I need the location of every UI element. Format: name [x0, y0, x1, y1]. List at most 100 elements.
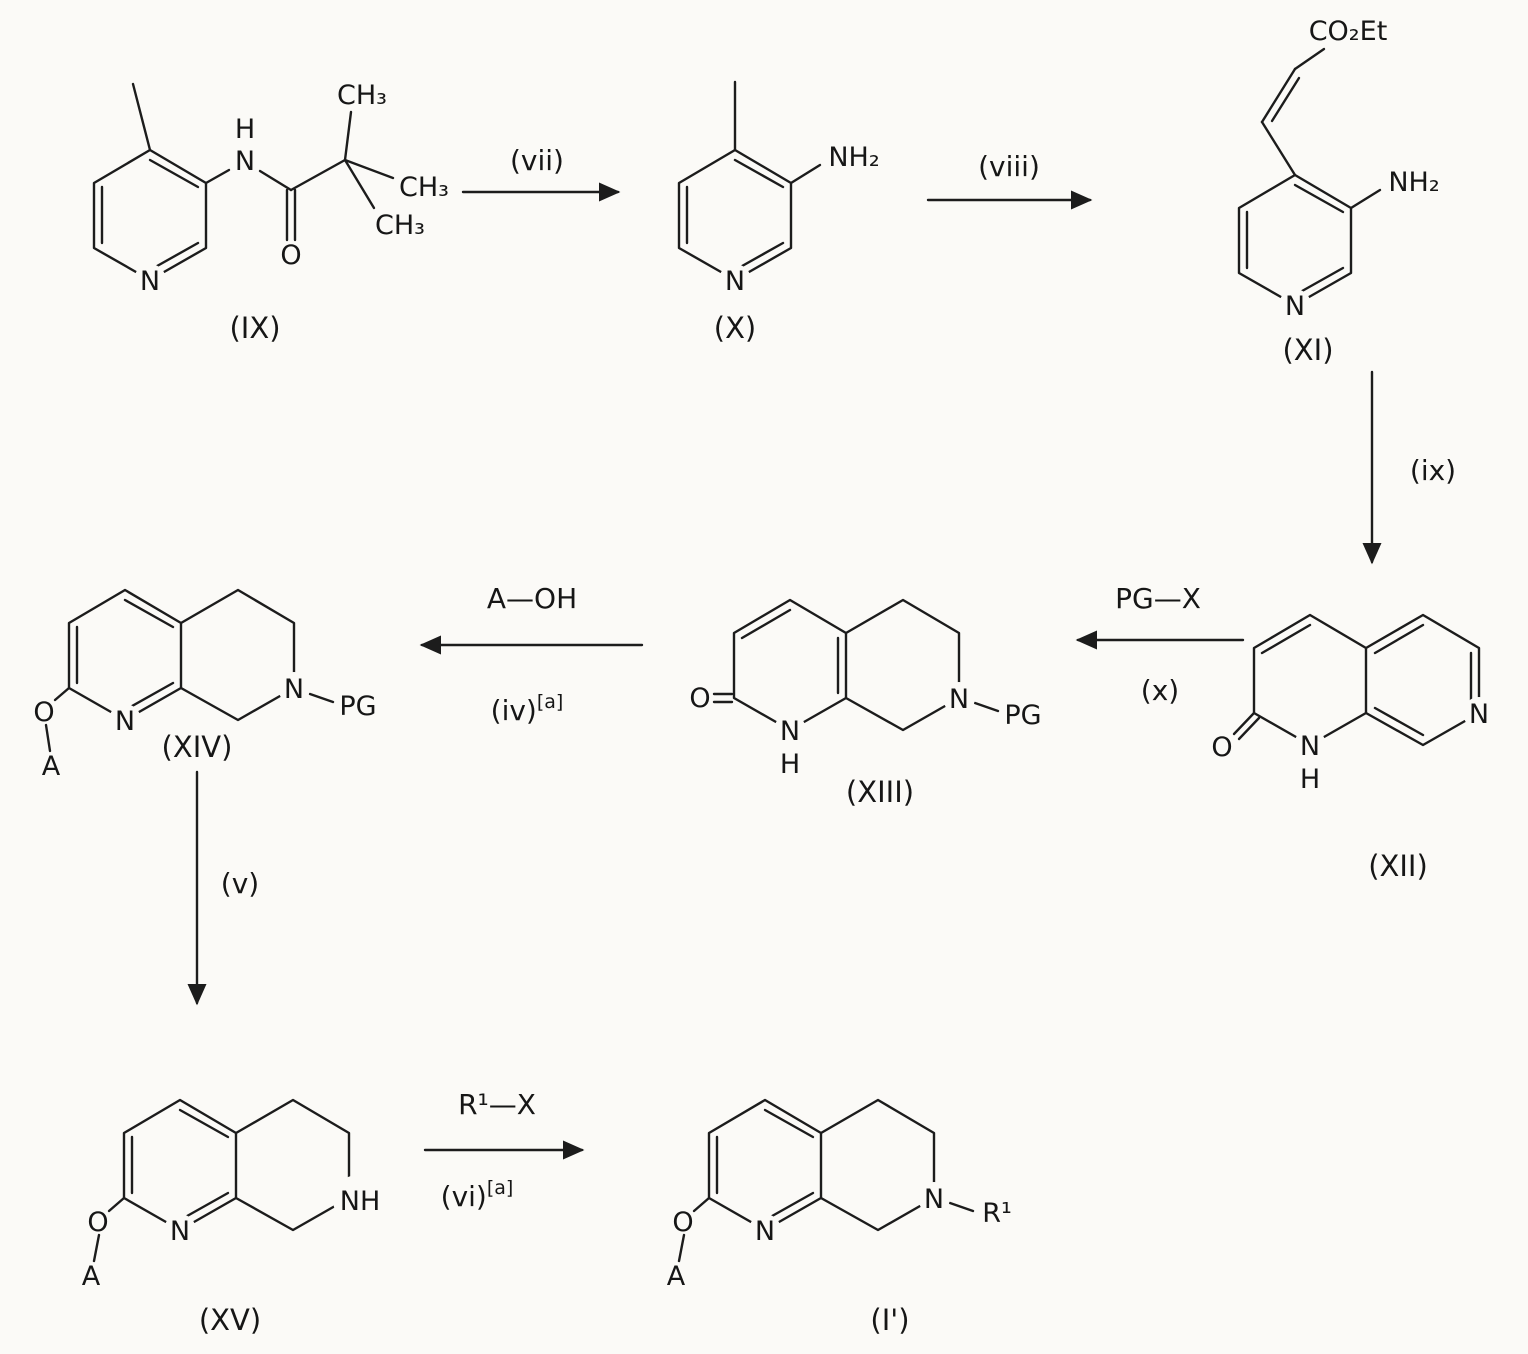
compound-xv-id: (XV): [199, 1303, 261, 1337]
atom-bg: [164, 1214, 196, 1246]
bond: [1293, 47, 1326, 71]
vinyl-double-bond: [1260, 67, 1297, 124]
bond: [343, 110, 353, 162]
double-bond: [733, 241, 785, 272]
ring-nitrogen-label: N: [1469, 699, 1489, 730]
lactam-n-label: N: [780, 716, 800, 747]
compound-xiii-id: (XIII): [846, 775, 914, 809]
step-iv-roman: (iv): [491, 694, 537, 727]
bond: [258, 169, 293, 192]
lactam-h-label: H: [780, 749, 800, 780]
compound-xiv: O A N N PG (XIV): [33, 588, 377, 782]
step-iv: A—OH (iv)[a]: [419, 582, 644, 727]
i-prime-skeleton: [677, 1098, 975, 1263]
step-x: PG—X (x): [1075, 582, 1245, 707]
bond: [677, 1233, 686, 1263]
bond: [92, 1233, 101, 1263]
compound-x-id: (X): [714, 311, 757, 345]
bond: [973, 701, 1000, 713]
double-bond: [148, 158, 200, 189]
lactam-n-label: N: [1300, 731, 1320, 762]
xiv-skeleton: [44, 588, 335, 753]
double-bond: [148, 241, 200, 272]
ring-nitrogen-label: N: [115, 706, 135, 737]
bond: [1349, 188, 1382, 210]
double-bond: [763, 1191, 815, 1222]
ix-skeleton: [92, 82, 395, 282]
pyridine-ring: [67, 588, 183, 722]
double-bond: [1293, 183, 1345, 214]
methyl-label: CH₃: [399, 172, 449, 203]
step-v-label: (v): [221, 867, 259, 900]
atom-bg: [918, 1182, 950, 1214]
step-viii-label: (viii): [978, 150, 1040, 183]
carbonyl-double-bond: [1237, 716, 1261, 741]
xii-skeleton: [1232, 613, 1481, 747]
bond: [948, 1201, 975, 1213]
compound-xii: O N H N (XII): [1211, 613, 1495, 883]
bond: [204, 168, 231, 185]
double-bond: [733, 158, 785, 189]
step-vi-reagent: R¹—X: [458, 1088, 536, 1121]
step-vii-label: (vii): [510, 144, 564, 177]
bond: [107, 1196, 126, 1213]
ring-nitrogen-label: N: [755, 1216, 775, 1247]
step-vi-footnote: [a]: [487, 1177, 513, 1199]
amine-label: NH₂: [828, 142, 879, 173]
pyridine-ring: [707, 1098, 823, 1232]
pyridine-ring: [1237, 173, 1353, 307]
ether-o-label: O: [87, 1207, 108, 1238]
xv-skeleton: [92, 1098, 351, 1263]
double-bond: [178, 1108, 230, 1139]
xi-skeleton: [1237, 47, 1382, 307]
atom-bg: [333, 1175, 383, 1225]
pyridine-ring: [677, 148, 793, 282]
ring-nitrogen-label: N: [1285, 291, 1305, 322]
saturated-ring: [234, 1098, 351, 1232]
atom-bg: [278, 672, 310, 704]
compound-i-prime-id: (I'): [870, 1303, 909, 1337]
step-ix: (ix): [1362, 370, 1456, 565]
double-bond: [178, 1191, 230, 1222]
step-vi: R¹—X (vi)[a]: [423, 1088, 585, 1213]
step-x-reagent: PG—X: [1115, 582, 1201, 615]
step-vii: (vii): [461, 144, 621, 202]
x-skeleton: [677, 80, 822, 282]
protecting-group-label: PG: [1004, 700, 1041, 731]
amide-h-label: H: [235, 114, 255, 145]
atom-bg: [1294, 729, 1326, 761]
bond: [44, 723, 52, 753]
atom-bg: [749, 1214, 781, 1246]
compound-xi: N CO₂Et NH₂ (XI): [1237, 16, 1440, 367]
amine-n-label: N: [284, 674, 304, 705]
double-bond: [123, 681, 175, 712]
double-bond: [123, 598, 175, 629]
step-x-label: (x): [1141, 674, 1179, 707]
step-vi-roman: (vi): [441, 1180, 487, 1213]
pyridinone-ring: [1252, 613, 1368, 747]
double-bond: [740, 608, 792, 640]
carbonyl-o-label: O: [280, 240, 301, 271]
carbonyl-double-bond: [1232, 711, 1256, 736]
ring-nitrogen-label: N: [725, 266, 745, 297]
step-viii: (viii): [926, 150, 1093, 210]
atom-bg: [1279, 289, 1311, 321]
ether-o-label: O: [672, 1207, 693, 1238]
double-bond: [1293, 266, 1345, 297]
compound-xiv-id: (XIV): [162, 730, 233, 764]
atom-bg: [719, 264, 751, 296]
amine-n-label: N: [924, 1184, 944, 1215]
bond: [343, 158, 376, 210]
ring-nitrogen-label: N: [170, 1216, 190, 1247]
step-vi-label: (vi)[a]: [441, 1177, 514, 1213]
group-a-label: A: [667, 1261, 686, 1292]
ester-label: CO₂Et: [1309, 16, 1388, 47]
compound-xv: O A N NH (XV): [82, 1098, 383, 1337]
bond: [1260, 120, 1297, 177]
amine-nh-label: NH: [340, 1186, 381, 1217]
double-bond: [1373, 706, 1425, 737]
group-a-label: A: [42, 751, 61, 782]
amine-n-label: N: [949, 684, 969, 715]
step-ix-label: (ix): [1410, 454, 1456, 487]
pyridine-ring: [122, 1098, 238, 1232]
